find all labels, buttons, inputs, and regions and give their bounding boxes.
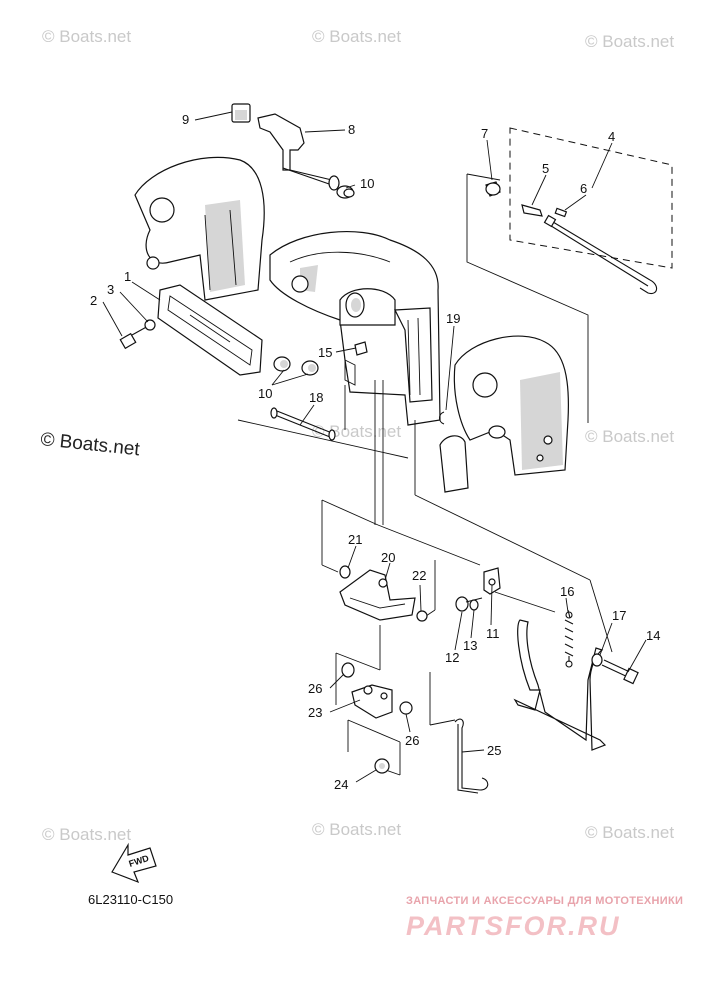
leader-lines xyxy=(102,111,647,783)
callout-17: 17 xyxy=(612,608,626,623)
callout-18: 18 xyxy=(309,390,323,405)
watermark-mid-right: © Boats.net xyxy=(585,427,674,446)
callout-16: 16 xyxy=(560,584,574,599)
watermark-top-center: © Boats.net xyxy=(312,27,401,46)
part-1-plate xyxy=(157,284,263,376)
part-8-lever xyxy=(257,113,340,191)
callout-7: 7 xyxy=(481,126,488,141)
part-23-plate xyxy=(351,684,393,719)
left-clamp-bracket xyxy=(134,156,265,301)
callout-10-lower: 10 xyxy=(258,386,272,401)
part-19-circlip xyxy=(438,411,445,425)
callout-21: 21 xyxy=(348,532,362,547)
callout-22: 22 xyxy=(412,568,426,583)
callout-10-top: 10 xyxy=(360,176,374,191)
brand-logo: ЗАПЧАСТИ И АКСЕССУАРЫ ДЛЯ МОТОТЕХНИКИ PA… xyxy=(406,895,683,941)
part-10-bushing-top xyxy=(336,185,355,199)
part-26-bushing-left xyxy=(341,662,355,678)
watermark-bottom-left: © Boats.net xyxy=(42,825,131,844)
part-11-bracket xyxy=(483,567,501,595)
callout-23: 23 xyxy=(308,705,322,720)
part-21-pin xyxy=(339,565,351,579)
callout-25: 25 xyxy=(487,743,501,758)
watermark-bottom-center: © Boats.net xyxy=(312,820,401,839)
part-10-bushings-lower xyxy=(273,356,319,376)
swivel-bracket xyxy=(269,231,441,426)
part-24-bushing xyxy=(374,758,390,774)
part-4-rod xyxy=(543,214,658,295)
callout-5: 5 xyxy=(542,161,549,176)
watermark-mid-center: © Boats.net xyxy=(312,422,401,441)
callout-19: 19 xyxy=(446,311,460,326)
watermark-top-left: © Boats.net xyxy=(42,27,131,46)
part-26-bushing-right xyxy=(399,701,413,715)
callout-8: 8 xyxy=(348,122,355,137)
part-14-bolt xyxy=(601,659,639,685)
group-4-dashed-box xyxy=(466,127,673,423)
brand-name: PARTSFOR.RU xyxy=(406,911,621,941)
part-16-spring xyxy=(564,609,574,668)
callout-6: 6 xyxy=(580,181,587,196)
part-17-tilt-lever xyxy=(513,619,607,751)
callout-11: 11 xyxy=(486,626,500,641)
part-2-bolt xyxy=(119,324,151,350)
part-20-latch xyxy=(339,569,416,621)
callout-2: 2 xyxy=(90,293,97,308)
watermark-top-right: © Boats.net xyxy=(585,32,674,51)
callout-26-right: 26 xyxy=(405,733,419,748)
brand-tagline: ЗАПЧАСТИ И АКСЕССУАРЫ ДЛЯ МОТОТЕХНИКИ xyxy=(406,895,683,907)
diagram-code: 6L23110-C150 xyxy=(88,892,173,907)
callout-15: 15 xyxy=(318,345,332,360)
fwd-arrow-icon: FWD xyxy=(111,842,157,884)
callout-9: 9 xyxy=(182,112,189,127)
callout-1: 1 xyxy=(124,269,131,284)
part-3-washer xyxy=(144,319,156,331)
callout-3: 3 xyxy=(107,282,114,297)
part-22-bushing xyxy=(416,610,428,622)
callout-14: 14 xyxy=(646,628,660,643)
part-15-clip xyxy=(354,341,368,356)
part-7-cap xyxy=(485,181,501,197)
part-6-pin xyxy=(554,207,568,218)
part-5-grip xyxy=(521,204,543,217)
part-13-washer xyxy=(469,599,479,611)
part-9-cap xyxy=(231,103,251,123)
watermarks: © Boats.net © Boats.net © Boats.net © Bo… xyxy=(39,27,674,844)
callout-4: 4 xyxy=(608,129,615,144)
callout-20: 20 xyxy=(381,550,395,565)
watermark-large: © Boats.net xyxy=(39,429,141,460)
callout-26-left: 26 xyxy=(308,681,322,696)
right-clamp-bracket xyxy=(439,335,569,493)
callout-13: 13 xyxy=(463,638,477,653)
watermark-bottom-right: © Boats.net xyxy=(585,823,674,842)
callout-24: 24 xyxy=(334,777,348,792)
part-25-rod xyxy=(454,718,489,794)
part-18-pin xyxy=(270,407,336,441)
callout-labels: 9 8 10 7 5 4 6 1 3 2 10 15 19 18 21 20 2… xyxy=(90,112,660,792)
callout-12: 12 xyxy=(445,650,459,665)
